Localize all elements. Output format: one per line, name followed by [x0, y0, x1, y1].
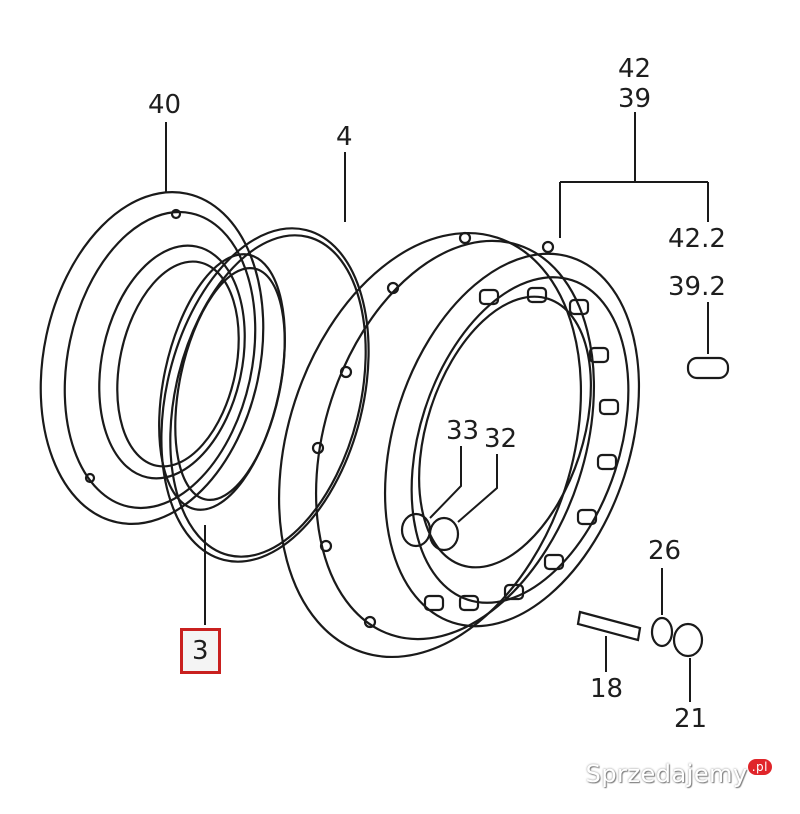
part-4-o-ring: [160, 227, 370, 563]
part-3-inner-ring: [158, 253, 286, 511]
part-40-seal-plate: [39, 191, 265, 525]
label-part-32: 32: [484, 424, 518, 454]
label-part-39: 39: [618, 84, 652, 114]
leader-lines: [165, 112, 709, 702]
label-part-21: 21: [674, 704, 708, 734]
label-part-3-highlighted: 3: [180, 628, 221, 674]
part-21-nut: [672, 622, 704, 658]
part-18-stud: [576, 610, 642, 642]
label-part-33: 33: [446, 416, 480, 446]
label-part-42-2: 42.2: [668, 224, 726, 254]
label-part-39-2: 39.2: [668, 272, 726, 302]
part-26-washer: [650, 616, 674, 648]
label-part-18: 18: [590, 674, 624, 704]
label-part-42: 42: [618, 54, 652, 84]
label-part-26: 26: [648, 536, 682, 566]
part-42-2-pin: [686, 356, 730, 380]
main-housing: [277, 231, 641, 659]
label-part-40: 40: [148, 90, 182, 120]
watermark-logo: Sprzedajemy.pl: [586, 759, 772, 788]
label-part-4: 4: [336, 122, 353, 152]
